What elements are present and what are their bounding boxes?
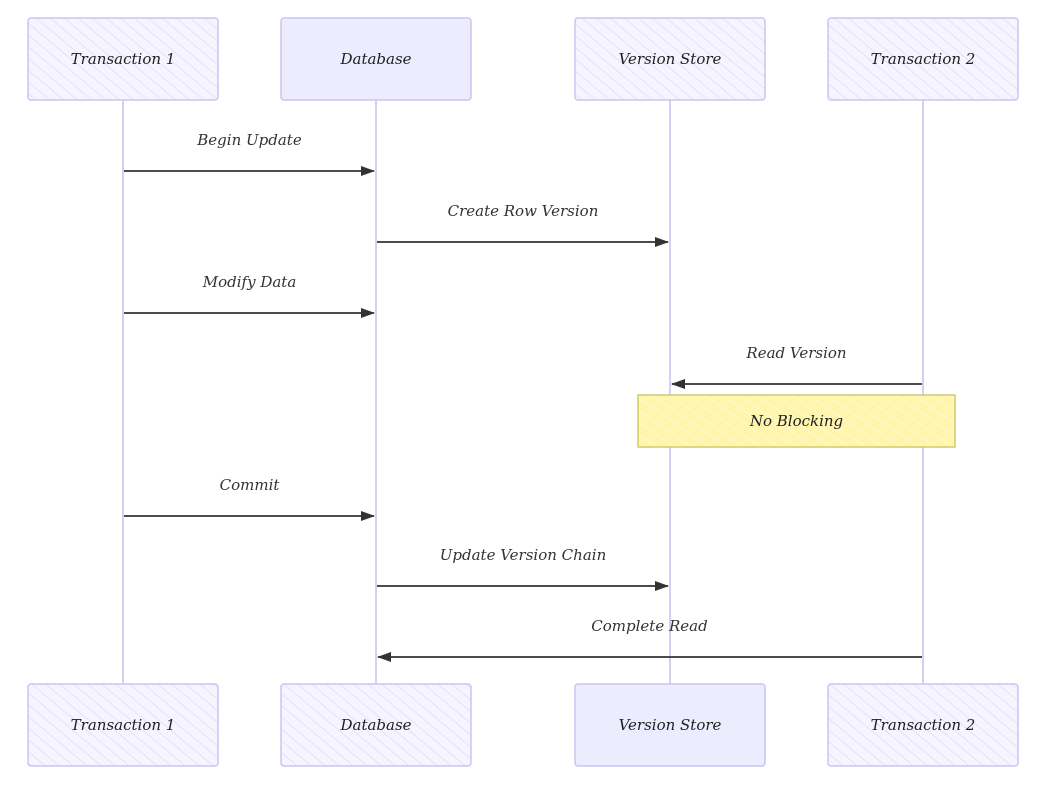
actor-db-top: Database — [280, 17, 472, 101]
note-label: No Blocking — [749, 412, 843, 430]
actor-box — [280, 17, 472, 101]
message-3: Modify Data — [124, 273, 375, 318]
actor-box — [27, 683, 219, 767]
actor-box — [27, 17, 219, 101]
message-1: Begin Update — [124, 131, 375, 176]
actor-box — [827, 683, 1019, 767]
note-box — [637, 394, 956, 448]
actor-box — [827, 17, 1019, 101]
actor-label: Transaction 1 — [71, 50, 176, 68]
message-label: Complete Read — [591, 617, 707, 635]
message-label: Read Version — [745, 344, 846, 362]
actor-box — [280, 683, 472, 767]
actor-box — [574, 17, 766, 101]
actor-label: Transaction 1 — [71, 716, 176, 734]
message-label: Modify Data — [202, 273, 297, 291]
actor-t1-bottom: Transaction 1 — [27, 683, 219, 767]
message-2: Create Row Version — [377, 202, 669, 247]
actor-db-bottom: Database — [280, 683, 472, 767]
message-6: Update Version Chain — [377, 546, 669, 591]
actor-box — [574, 683, 766, 767]
note-no-blocking: No Blocking — [637, 394, 956, 448]
actor-label: Transaction 2 — [871, 716, 976, 734]
message-label: Commit — [220, 476, 281, 494]
message-5: Commit — [124, 476, 375, 521]
message-label: Begin Update — [196, 131, 302, 149]
message-label: Create Row Version — [448, 202, 599, 220]
message-4: Read Version — [671, 344, 922, 389]
actor-t2-top: Transaction 2 — [827, 17, 1019, 101]
message-7: Complete Read — [377, 617, 922, 662]
actor-vs-top: Version Store — [574, 17, 766, 101]
actor-label: Version Store — [619, 716, 722, 734]
actor-vs-bottom: Version Store — [574, 683, 766, 767]
actor-label: Database — [339, 716, 411, 734]
actor-label: Version Store — [619, 50, 722, 68]
actor-t1-top: Transaction 1 — [27, 17, 219, 101]
actor-t2-bottom: Transaction 2 — [827, 683, 1019, 767]
actor-label: Transaction 2 — [871, 50, 976, 68]
message-label: Update Version Chain — [440, 546, 606, 564]
actor-label: Database — [339, 50, 411, 68]
